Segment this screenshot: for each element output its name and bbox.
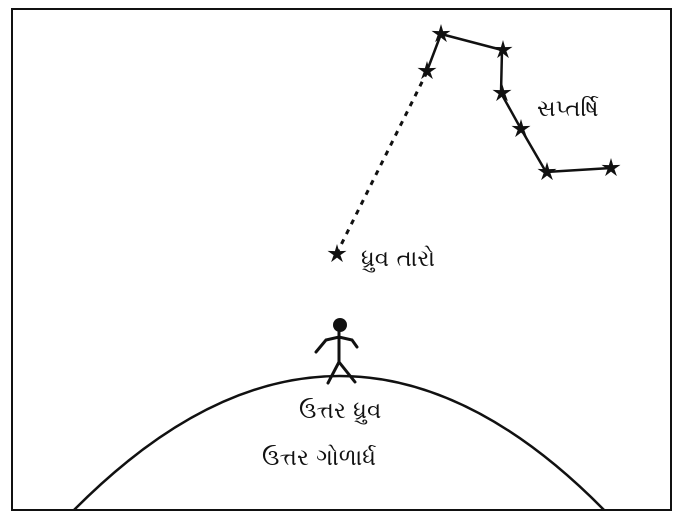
northern-hemisphere-label: ઉત્તર ગોળાર્ધ <box>262 444 376 471</box>
pole-star-label: ધ્રુવ તારો <box>361 245 435 273</box>
north-pole-label: ઉત્તર ધ્રુવ <box>299 398 381 425</box>
saptarshi-label: સપ્તર્ષિ <box>537 96 599 122</box>
